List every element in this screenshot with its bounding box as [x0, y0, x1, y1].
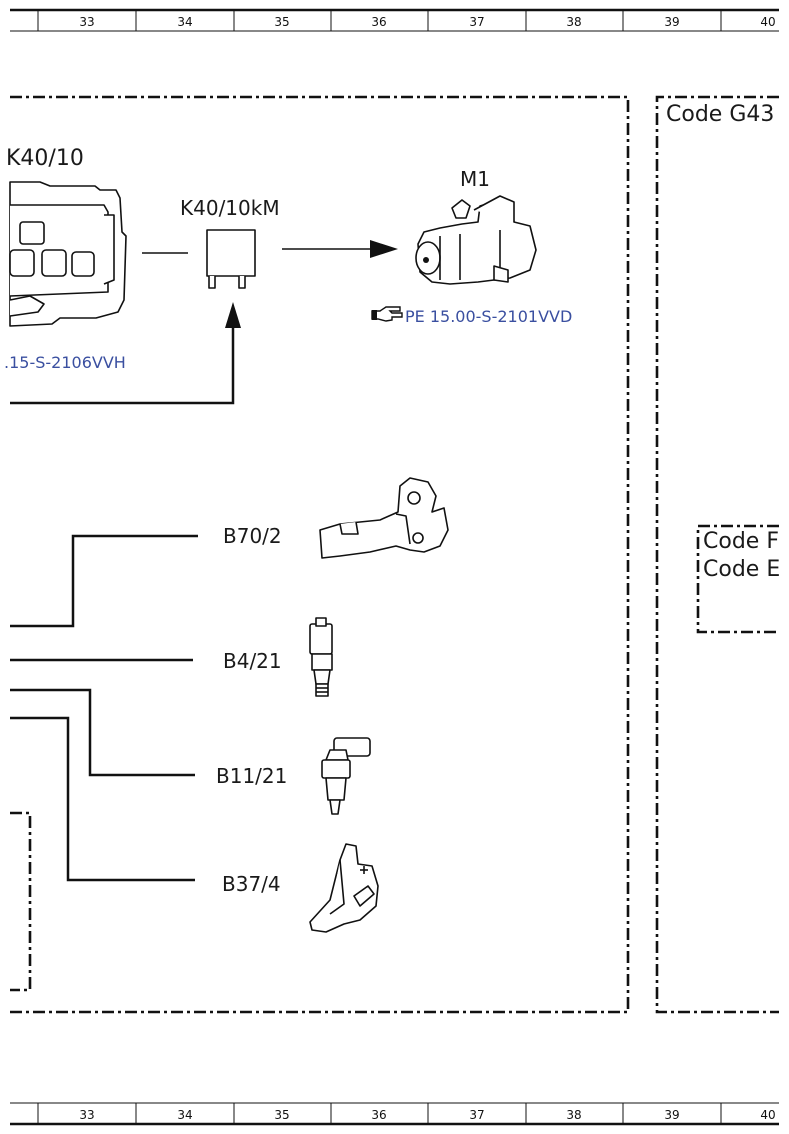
top-ruler: 33 34 35 36 37 38 39 40: [10, 8, 779, 32]
bottom-ruler-cell-39: 39: [664, 1108, 679, 1122]
code-f-label: Code F: [703, 529, 779, 554]
b11-21-temperature-sensor: [321, 737, 371, 815]
left-lower-frame: [10, 811, 32, 992]
k40-10km-label: K40/10kM: [180, 196, 280, 220]
wire-b11-21: [10, 688, 195, 777]
k40-10-module: [9, 181, 127, 327]
code-g43-label: Code G43: [666, 102, 774, 127]
top-ruler-cell-35: 35: [274, 15, 289, 29]
wire-control-to-relay: [10, 322, 235, 405]
bottom-ruler-cell-36: 36: [371, 1108, 386, 1122]
b70-2-crankshaft-sensor: [319, 477, 449, 559]
bottom-ruler-cell-37: 37: [469, 1108, 484, 1122]
top-ruler-cell-34: 34: [177, 15, 192, 29]
top-ruler-cell-39: 39: [664, 15, 679, 29]
main-frame: [10, 95, 630, 1014]
m1-reference-link[interactable]: PE 15.00-S-2101VVD: [405, 307, 572, 326]
right-frame: [655, 95, 779, 1014]
b4-21-pressure-sensor: [309, 617, 333, 697]
wire-b70-2: [10, 534, 198, 628]
b4-21-label: B4/21: [223, 649, 282, 673]
arrow-to-relay: [225, 302, 241, 328]
arrow-to-m1: [370, 240, 398, 258]
top-ruler-cell-37: 37: [469, 15, 484, 29]
b37-4-label: B37/4: [222, 872, 281, 896]
top-ruler-cell-36: 36: [371, 15, 386, 29]
b11-21-label: B11/21: [216, 764, 287, 788]
top-ruler-cell-38: 38: [566, 15, 581, 29]
bottom-ruler-cell-34: 34: [177, 1108, 192, 1122]
bottom-ruler-cell-38: 38: [566, 1108, 581, 1122]
b37-4-accelerator-pedal: [309, 843, 379, 933]
wire-b37-4: [10, 716, 195, 882]
top-ruler-cell-40: 40: [760, 15, 775, 29]
k40-10-reference-link[interactable]: .15-S-2106VVH: [4, 353, 126, 372]
bottom-ruler-cell-33: 33: [79, 1108, 94, 1122]
top-ruler-cell-33: 33: [79, 15, 94, 29]
bottom-ruler-cell-40: 40: [760, 1108, 775, 1122]
small-code-frame: [696, 524, 779, 634]
bottom-ruler: 33 34 35 36 37 38 39 40: [10, 1102, 779, 1126]
code-e-label: Code E: [703, 557, 780, 582]
bottom-ruler-cell-35: 35: [274, 1108, 289, 1122]
b70-2-label: B70/2: [223, 524, 282, 548]
m1-starter-motor: [415, 195, 537, 285]
k40-10km-relay: [206, 229, 256, 289]
m1-label: M1: [460, 167, 490, 191]
k40-10-label: K40/10: [6, 146, 84, 171]
pointing-hand-icon: [371, 306, 403, 322]
